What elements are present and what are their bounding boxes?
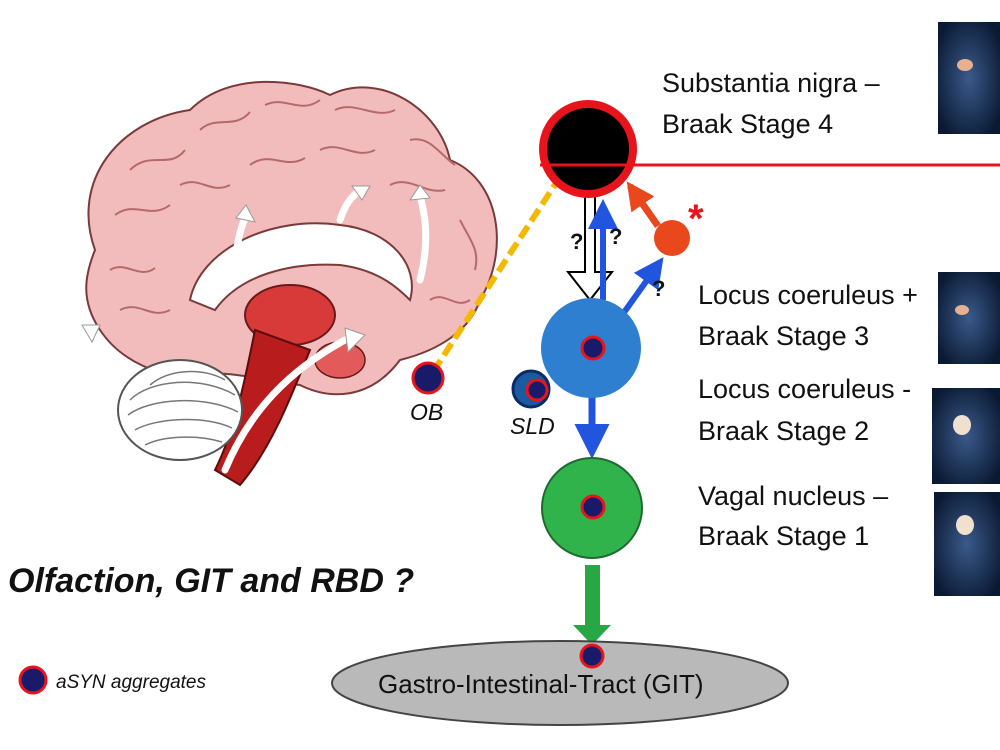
- lc-minus-label-line1: Locus coeruleus -: [698, 374, 911, 404]
- vagal-label-line1: Vagal nucleus –: [698, 481, 888, 511]
- hypothalamus: [314, 341, 366, 379]
- olfactory-pathway: [430, 178, 561, 374]
- corpus-callosum: [188, 222, 413, 312]
- scan-thumbnail-sn: [938, 22, 1000, 134]
- lc-minus-label-line2: Braak Stage 2: [698, 416, 869, 446]
- scan-thumbnail-lc-plus: [938, 272, 1000, 364]
- gyri-folds: [109, 99, 478, 314]
- lc-plus-label-line1: Locus coeruleus +: [698, 280, 918, 310]
- asterisk-mark: *: [688, 197, 704, 241]
- gut-ellipse: [331, 640, 789, 726]
- brain-illustration: [81, 80, 498, 487]
- substantia-nigra-label-line2: Braak Stage 4: [662, 109, 833, 139]
- spread-arrows: [88, 186, 430, 474]
- sld-label: SLD: [510, 413, 555, 439]
- orange-node: [654, 220, 690, 256]
- orange-to-sn-arrow: [626, 181, 661, 229]
- main-question: Olfaction, GIT and RBD ?: [8, 562, 414, 600]
- question-mark-lc-orange: ?: [652, 276, 665, 301]
- scan-thumbnail-lc-minus: [932, 388, 1000, 484]
- green-vagal-to-gut-arrow: [573, 565, 611, 645]
- spread-arrowheads: [81, 184, 431, 354]
- legend-label: aSYN aggregates: [56, 672, 206, 693]
- gut-aggregate: [579, 643, 605, 669]
- question-mark-up: ?: [609, 224, 622, 249]
- ob-label: OB: [410, 399, 443, 425]
- ob-aggregate: [411, 361, 445, 395]
- vagal-label-line2: Braak Stage 1: [698, 521, 869, 551]
- substantia-nigra-node: [539, 100, 637, 198]
- lc-plus-label-line2: Braak Stage 3: [698, 321, 869, 351]
- gut-label: Gastro-Intestinal-Tract (GIT): [378, 669, 704, 699]
- question-mark-down: ?: [570, 229, 583, 254]
- scan-thumbnail-vagal: [934, 492, 1000, 596]
- sld-aggregate: [525, 378, 549, 402]
- locus-coeruleus-aggregate: [580, 335, 606, 361]
- substantia-nigra-label-line1: Substantia nigra –: [662, 68, 880, 98]
- blue-to-orange-arrow: [617, 257, 664, 320]
- datscan-thumbnails: [932, 22, 1000, 596]
- vagal-aggregate: [580, 494, 606, 520]
- cerebellum: [117, 359, 243, 461]
- legend-aggregate-icon: [18, 665, 48, 695]
